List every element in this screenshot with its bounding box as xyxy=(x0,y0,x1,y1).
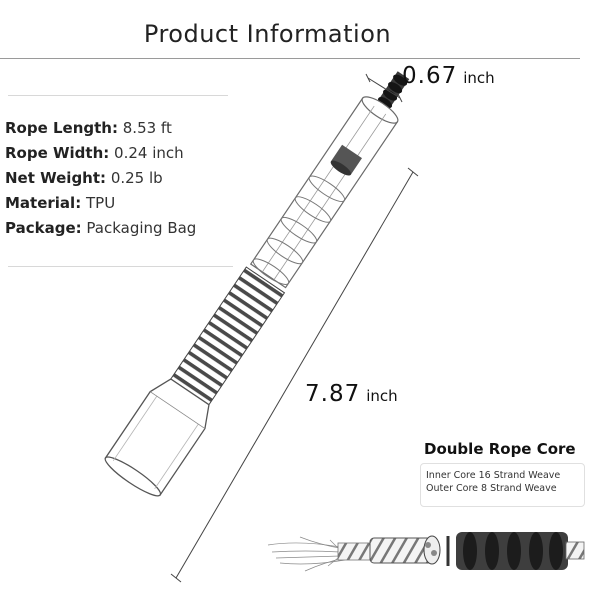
core-description-box: Inner Core 16 Strand Weave Outer Core 8 … xyxy=(420,463,585,507)
rope-core-illustration xyxy=(267,532,585,572)
spec-row-width: Rope Width: 0.24 inch xyxy=(5,141,196,166)
spec-row-length: Rope Length: 8.53 ft xyxy=(5,116,196,141)
spec-row-material: Material: TPU xyxy=(5,191,196,216)
diameter-value: 0.67 xyxy=(402,63,458,89)
spec-label: Material: xyxy=(5,194,82,212)
bearing-block xyxy=(330,144,362,175)
core-line-outer: Outer Core 8 Strand Weave xyxy=(426,483,557,494)
spec-label: Package: xyxy=(5,219,82,237)
handle-body xyxy=(104,71,410,497)
diameter-unit: inch xyxy=(463,69,495,87)
length-label: 7.87 inch xyxy=(305,381,398,407)
spec-value: 8.53 ft xyxy=(122,119,172,137)
spec-value: 0.25 lb xyxy=(110,169,163,187)
spec-value: 0.24 inch xyxy=(114,144,184,162)
page-title: Product Information xyxy=(143,20,392,48)
core-line-inner: Inner Core 16 Strand Weave xyxy=(426,470,561,481)
specs-divider-top xyxy=(8,95,228,96)
clear-tube xyxy=(249,97,399,289)
spec-list: Rope Length: 8.53 ft Rope Width: 0.24 in… xyxy=(5,116,196,241)
diameter-dimension-line xyxy=(365,73,403,103)
specs-divider-bottom xyxy=(8,266,233,267)
spec-value: TPU xyxy=(85,194,116,212)
diameter-label: 0.67 inch xyxy=(402,63,495,89)
spec-label: Net Weight: xyxy=(5,169,107,187)
length-unit: inch xyxy=(366,387,398,405)
spec-label: Rope Width: xyxy=(5,144,110,162)
title-divider xyxy=(0,58,580,59)
length-value: 7.87 xyxy=(305,381,361,407)
ribbed-grip xyxy=(170,266,286,406)
spec-value: Packaging Bag xyxy=(86,219,197,237)
length-dimension-line xyxy=(170,167,419,583)
core-title: Double Rope Core xyxy=(424,440,576,458)
spec-row-package: Package: Packaging Bag xyxy=(5,216,196,241)
spec-row-weight: Net Weight: 0.25 lb xyxy=(5,166,196,191)
spec-label: Rope Length: xyxy=(5,119,118,137)
